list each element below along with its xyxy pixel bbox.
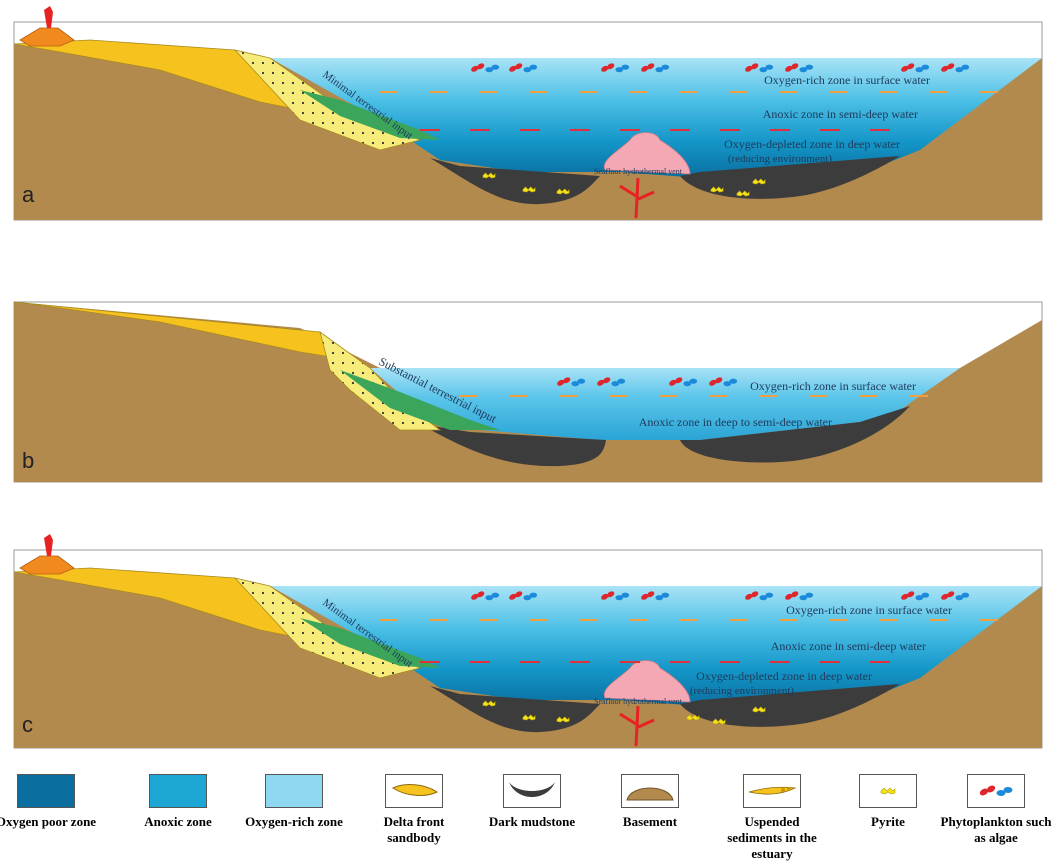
dark-mudstone [420,424,606,467]
hydrothermal-vent [603,132,691,175]
panel-letter: a [22,182,35,207]
hydrothermal-vent [603,660,691,703]
panel-b: Substantial terrestrial input Oxygen-ric… [13,301,1043,483]
lava-icon [44,534,53,556]
legend-item-delta-front-sandbody: Delta front sandbody [358,774,470,846]
legend-swatch-phytoplankton [967,774,1025,808]
legend-label: Anoxic zone [144,814,212,829]
middle-zone-label: Anoxic zone in semi-deep water [763,107,918,121]
panel-letter: b [22,448,34,473]
legend-item-suspended-sediments: Uspended sediments in the estuary [716,774,828,862]
green-wedge [340,370,500,430]
volcano-icon [19,555,75,575]
legend-label: Oxygen poor zone [0,814,97,829]
legend-swatch-sandbody [385,774,443,808]
deep-zone-note: (reducing environment) [728,153,832,165]
legend-label: Uspended sediments in the estuary [727,814,817,861]
dark-mudstone [680,406,910,463]
legend-swatch-sediments [743,774,801,808]
water-column [270,586,1042,706]
legend-swatch-oxygen-rich [265,774,323,808]
water-column [370,368,960,440]
legend-label: Oxygen-rich zone [245,814,343,829]
legend-label: Basement [622,814,678,829]
middle-zone-label: Anoxic zone in deep to semi-deep water [639,415,832,429]
green-wedge [300,90,440,140]
legend-item-basement: Basement [594,774,706,830]
deep-zone-label: Oxygen-depleted zone in deep water [696,669,872,683]
legend-swatch-mudstone [503,774,561,808]
legend-label: Phytoplankton such as algae [940,814,1052,845]
legend-label: Pyrite [871,814,905,829]
deep-zone-label: Oxygen-depleted zone in deep water [724,137,900,151]
vent-conduit [619,705,655,747]
volcano-icon [19,27,75,47]
panel-letter: c [22,712,33,737]
water-column [270,58,1042,178]
legend-item-dark-mudstone: Dark mudstone [476,774,588,830]
legend-swatch-oxygen-poor [17,774,75,808]
legend-item-anoxic: Anoxic zone [122,774,234,830]
delta-front-sandbody [13,567,302,639]
legend-swatch-anoxic [149,774,207,808]
estuary-sediments [319,331,442,431]
panel-c: Minimal terrestrial input Oxygen-rich zo… [13,534,1043,749]
middle-zone-label: Anoxic zone in semi-deep water [771,639,926,653]
legend-swatch-pyrite [859,774,917,808]
vent-label: Seafloor hydrothermal vent [594,167,683,176]
surface-zone-label: Oxygen-rich zone in surface water [750,379,916,393]
legend-item-oxygen-rich: Oxygen-rich zone [238,774,350,830]
dark-mudstone [680,156,900,199]
surface-zone-label: Oxygen-rich zone in surface water [786,603,952,617]
delta-front-sandbody [13,39,302,111]
legend-item-pyrite: Pyrite [832,774,944,830]
legend-item-oxygen-poor: Oxygen poor zone [0,774,102,830]
legend-label: Delta front sandbody [383,814,445,845]
dark-mudstone [680,684,900,727]
legend-item-phytoplankton: Phytoplankton such as algae [940,774,1052,846]
vent-label: Seafloor hydrothermal vent [594,697,683,706]
lava-icon [44,6,53,28]
legend-label: Dark mudstone [488,814,576,829]
green-wedge [300,618,440,668]
surface-zone-label: Oxygen-rich zone in surface water [764,73,930,87]
legend-swatch-basement [621,774,679,808]
panel-a: Minimal terrestrial input Oxygen-rich zo… [13,6,1043,221]
vent-conduit [619,177,655,219]
deep-zone-note: (reducing environment) [690,685,794,697]
